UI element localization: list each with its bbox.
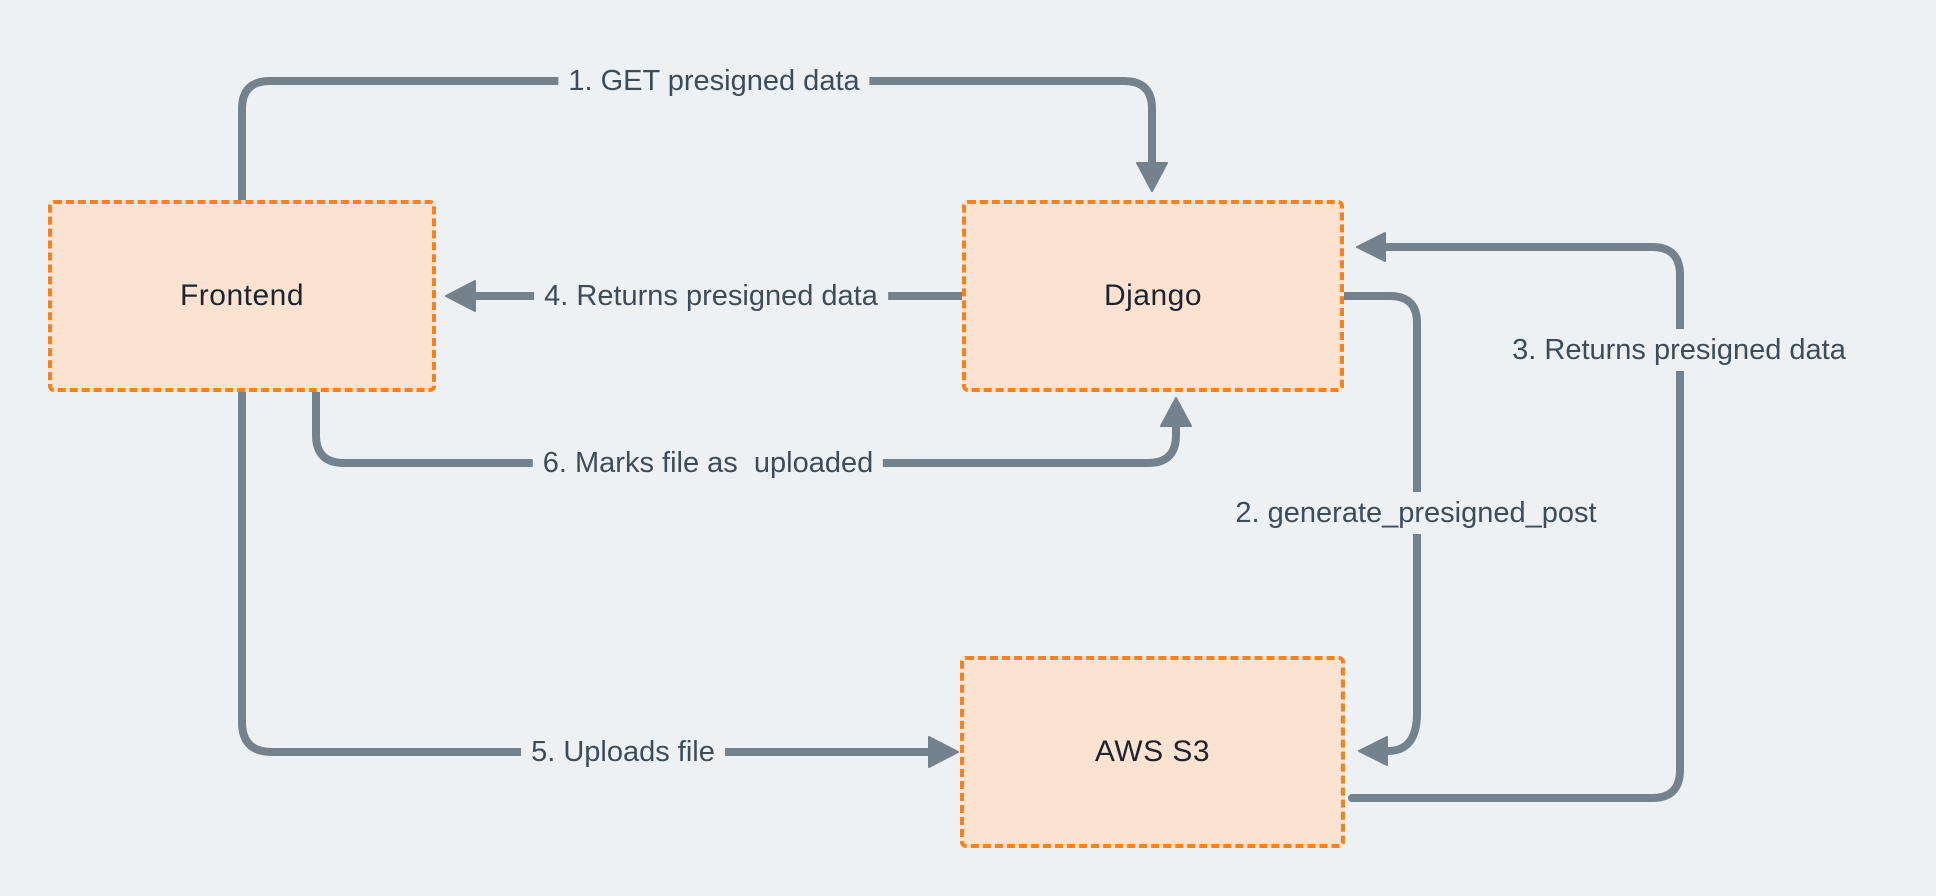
edge-3-arrowhead-left-icon (1356, 232, 1386, 262)
edge-2-path (1340, 292, 1421, 755)
edge-4-label: 4. Returns presigned data (534, 275, 888, 317)
edge-5-label: 5. Uploads file (521, 731, 725, 773)
edge-4-arrowhead-left-icon (445, 280, 476, 312)
edge-5-path (238, 388, 934, 756)
node-django-label: Django (1103, 279, 1203, 312)
node-frontend-label: Frontend (179, 279, 305, 312)
edge-3-label: 3. Returns presigned data (1502, 329, 1856, 371)
edge-2-arrowhead-left-icon (1358, 736, 1388, 766)
edge-6-label: 6. Marks file as uploaded (532, 442, 884, 484)
node-aws-s3: AWS S3 (960, 656, 1345, 848)
edge-1-label: 1. GET presigned data (558, 60, 870, 102)
node-django: Django (962, 200, 1344, 392)
edge-6-arrowhead-up-icon (1160, 397, 1192, 427)
edge-3-path (1348, 243, 1684, 802)
node-frontend: Frontend (48, 200, 436, 392)
edge-5-arrowhead-right-icon (928, 736, 959, 768)
node-aws-s3-label: AWS S3 (1094, 735, 1211, 768)
edge-2-label: 2. generate_presigned_post (1225, 492, 1607, 534)
edge-1-arrowhead-down-icon (1136, 162, 1168, 192)
